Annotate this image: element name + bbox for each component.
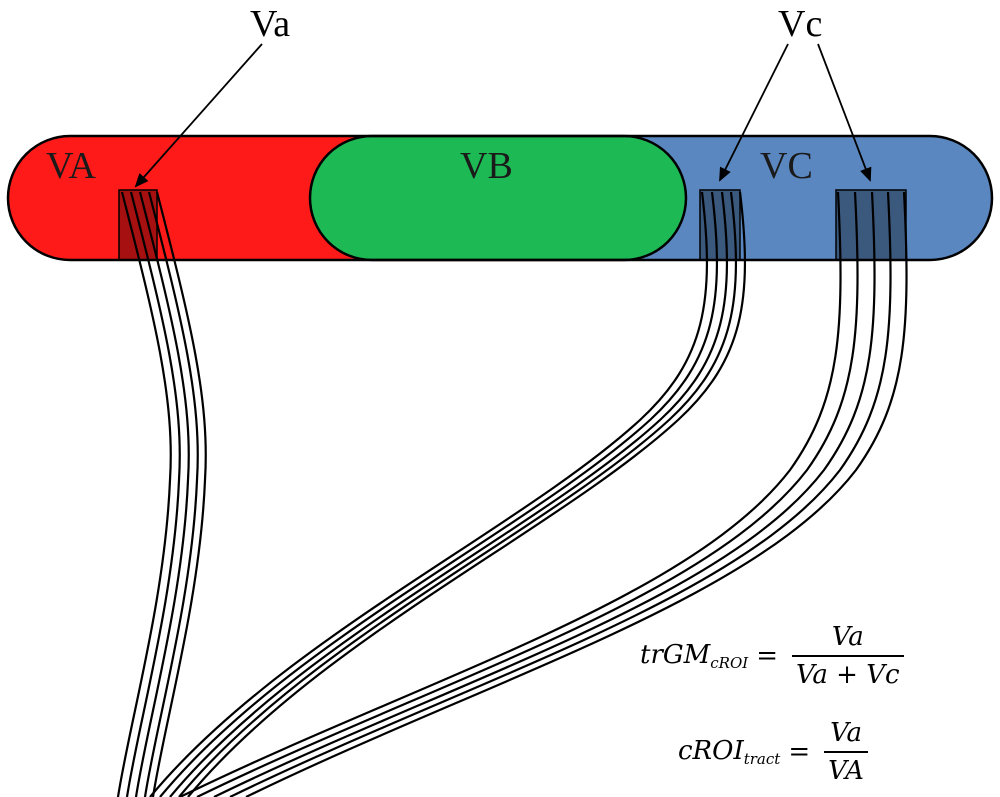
trgm-fraction: Va Va + Vc (792, 622, 904, 690)
trgm-equals: = (756, 641, 778, 671)
fiber-bundle-vc-2 (179, 191, 908, 797)
callout-vc-label: Vc (778, 3, 822, 45)
croi-denominator: VA (824, 751, 868, 786)
callout-vc-arrow-2 (817, 43, 872, 182)
callout-va-arrow (134, 43, 263, 188)
trgm-lhs: trGMcROI (640, 640, 748, 672)
trgm-lhs-sub: cROI (710, 654, 749, 672)
fiber-bundle-vc-1 (149, 191, 747, 797)
croi-lhs-main: cROI (678, 736, 744, 766)
trgm-denominator: Va + Vc (792, 655, 904, 690)
trgm-numerator: Va (831, 622, 864, 652)
croi-fraction: Va VA (824, 718, 868, 786)
region-vb-label: VB (460, 145, 513, 187)
fiber-bundle-va (116, 191, 207, 797)
region-bar-outline (6, 134, 994, 262)
trgm-equation: trGMcROI = Va Va + Vc (640, 622, 904, 690)
region-vc-label: VC (760, 145, 813, 187)
region-va-label: VA (46, 145, 97, 187)
croi-lhs-sub: tract (743, 750, 781, 768)
croi-equals: = (788, 737, 811, 767)
croi-numerator: Va (830, 718, 862, 748)
callout-vc-arrow-1 (719, 43, 789, 182)
croi-lhs: cROItract (678, 736, 780, 768)
trgm-lhs-main: trGM (640, 640, 711, 670)
callout-va-label: Va (250, 3, 290, 45)
croi-equation: cROItract = Va VA (678, 718, 868, 786)
fiber-shade-vc-2 (836, 190, 906, 260)
vc-segment-box-1 (699, 189, 741, 261)
